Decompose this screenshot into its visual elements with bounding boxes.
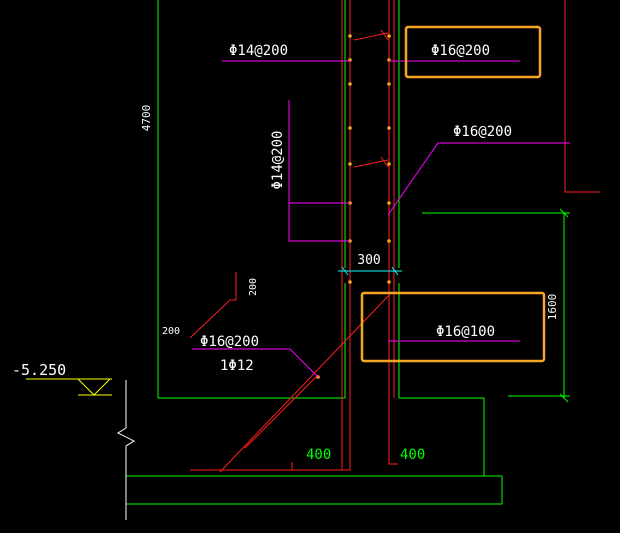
rebar-group bbox=[189, 0, 600, 473]
rebar-tie-2-hook bbox=[380, 156, 389, 168]
rebar-diagonal-hanch bbox=[219, 291, 393, 473]
bottom-left-anchor-label: 400 bbox=[306, 447, 331, 463]
hook-horizontal-label: 200 bbox=[162, 326, 180, 337]
rebar-tie-1-hook bbox=[380, 29, 389, 41]
leader-bottom-left bbox=[192, 348, 319, 378]
rebar-bottom-left bbox=[190, 286, 351, 471]
mid-right-bar-label: Φ16@200 bbox=[453, 124, 512, 140]
elevation-marker bbox=[26, 378, 112, 396]
rebar-inner-right bbox=[388, 0, 398, 465]
rebar-dots bbox=[316, 34, 391, 379]
footing-right-outline bbox=[399, 397, 485, 476]
wall-height-label: 4700 bbox=[140, 105, 153, 132]
bottom-right-bar-label: Φ16@100 bbox=[436, 324, 495, 340]
hook-vertical-label: 200 bbox=[248, 278, 259, 296]
vertical-bar-label: Φ14@200 bbox=[270, 130, 286, 189]
top-left-bar-label: Φ14@200 bbox=[229, 43, 288, 59]
right-dimension bbox=[559, 208, 569, 403]
rebar-right-edge bbox=[564, 0, 600, 193]
wall-thickness-label: 300 bbox=[357, 253, 380, 268]
highlight-box-bottom[interactable] bbox=[360, 291, 546, 363]
thickness-dimension bbox=[338, 266, 402, 276]
leader-mid-right bbox=[387, 142, 570, 216]
elevation-label: -5.250 bbox=[12, 361, 66, 379]
rebar-diagonal-2 bbox=[244, 374, 319, 449]
leader-vertical-bracket bbox=[288, 100, 350, 242]
highlight-box-top[interactable] bbox=[404, 25, 542, 79]
bottom-left-bar-label: Φ16@200 bbox=[200, 334, 259, 350]
leader-lines bbox=[192, 60, 570, 378]
rebar-tie-1 bbox=[353, 32, 389, 41]
concrete-outline bbox=[125, 0, 570, 505]
rebar-hook-top bbox=[189, 272, 237, 339]
break-line bbox=[116, 380, 136, 520]
bottom-left-extra-label: 1Φ12 bbox=[220, 358, 254, 374]
right-dimension-label: 1600 bbox=[546, 294, 559, 321]
top-right-bar-label: Φ16@200 bbox=[431, 43, 490, 59]
rebar-tie-2 bbox=[353, 159, 389, 168]
bottom-right-anchor-label: 400 bbox=[400, 447, 425, 463]
